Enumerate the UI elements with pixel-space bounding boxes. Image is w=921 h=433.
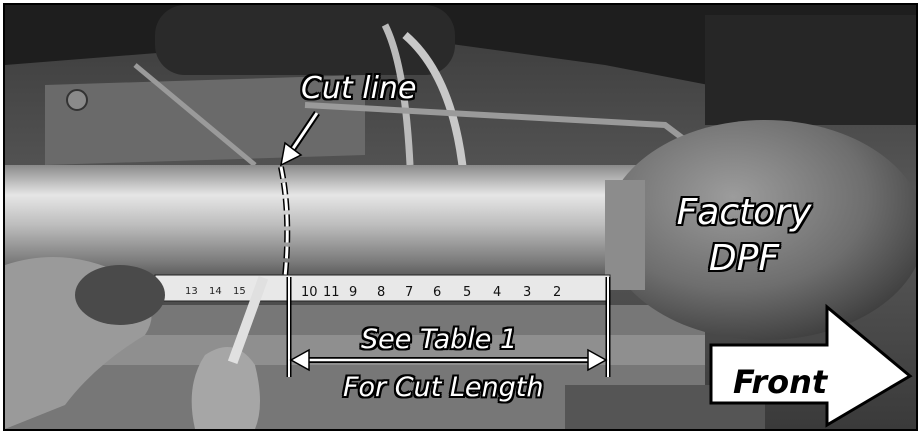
dpf-label: DPF [708,238,780,279]
exhaust-pipe [5,165,645,285]
line-tube [381,23,414,166]
dpf-canister [605,120,916,340]
right-hand [191,347,260,429]
photo-frame: 13 14 15 10 11 9 8 7 6 5 4 3 2 Cut line [3,3,918,431]
tape-measure [154,274,611,302]
marker-pen [227,276,269,364]
front-label: Front [733,363,828,401]
tape-case [75,265,165,325]
factory-dpf-label: Factory DPF [669,190,819,282]
line-tube [133,63,257,167]
crossmember [705,15,916,125]
cut-length-label: For Cut Length [343,372,544,403]
factory-label: Factory [676,192,812,233]
bolt [66,89,88,111]
suspension-part [155,5,455,75]
see-table-label: See Table 1 [361,324,518,355]
pipe-collar [605,180,645,290]
cut-line-label: Cut line [301,71,417,106]
